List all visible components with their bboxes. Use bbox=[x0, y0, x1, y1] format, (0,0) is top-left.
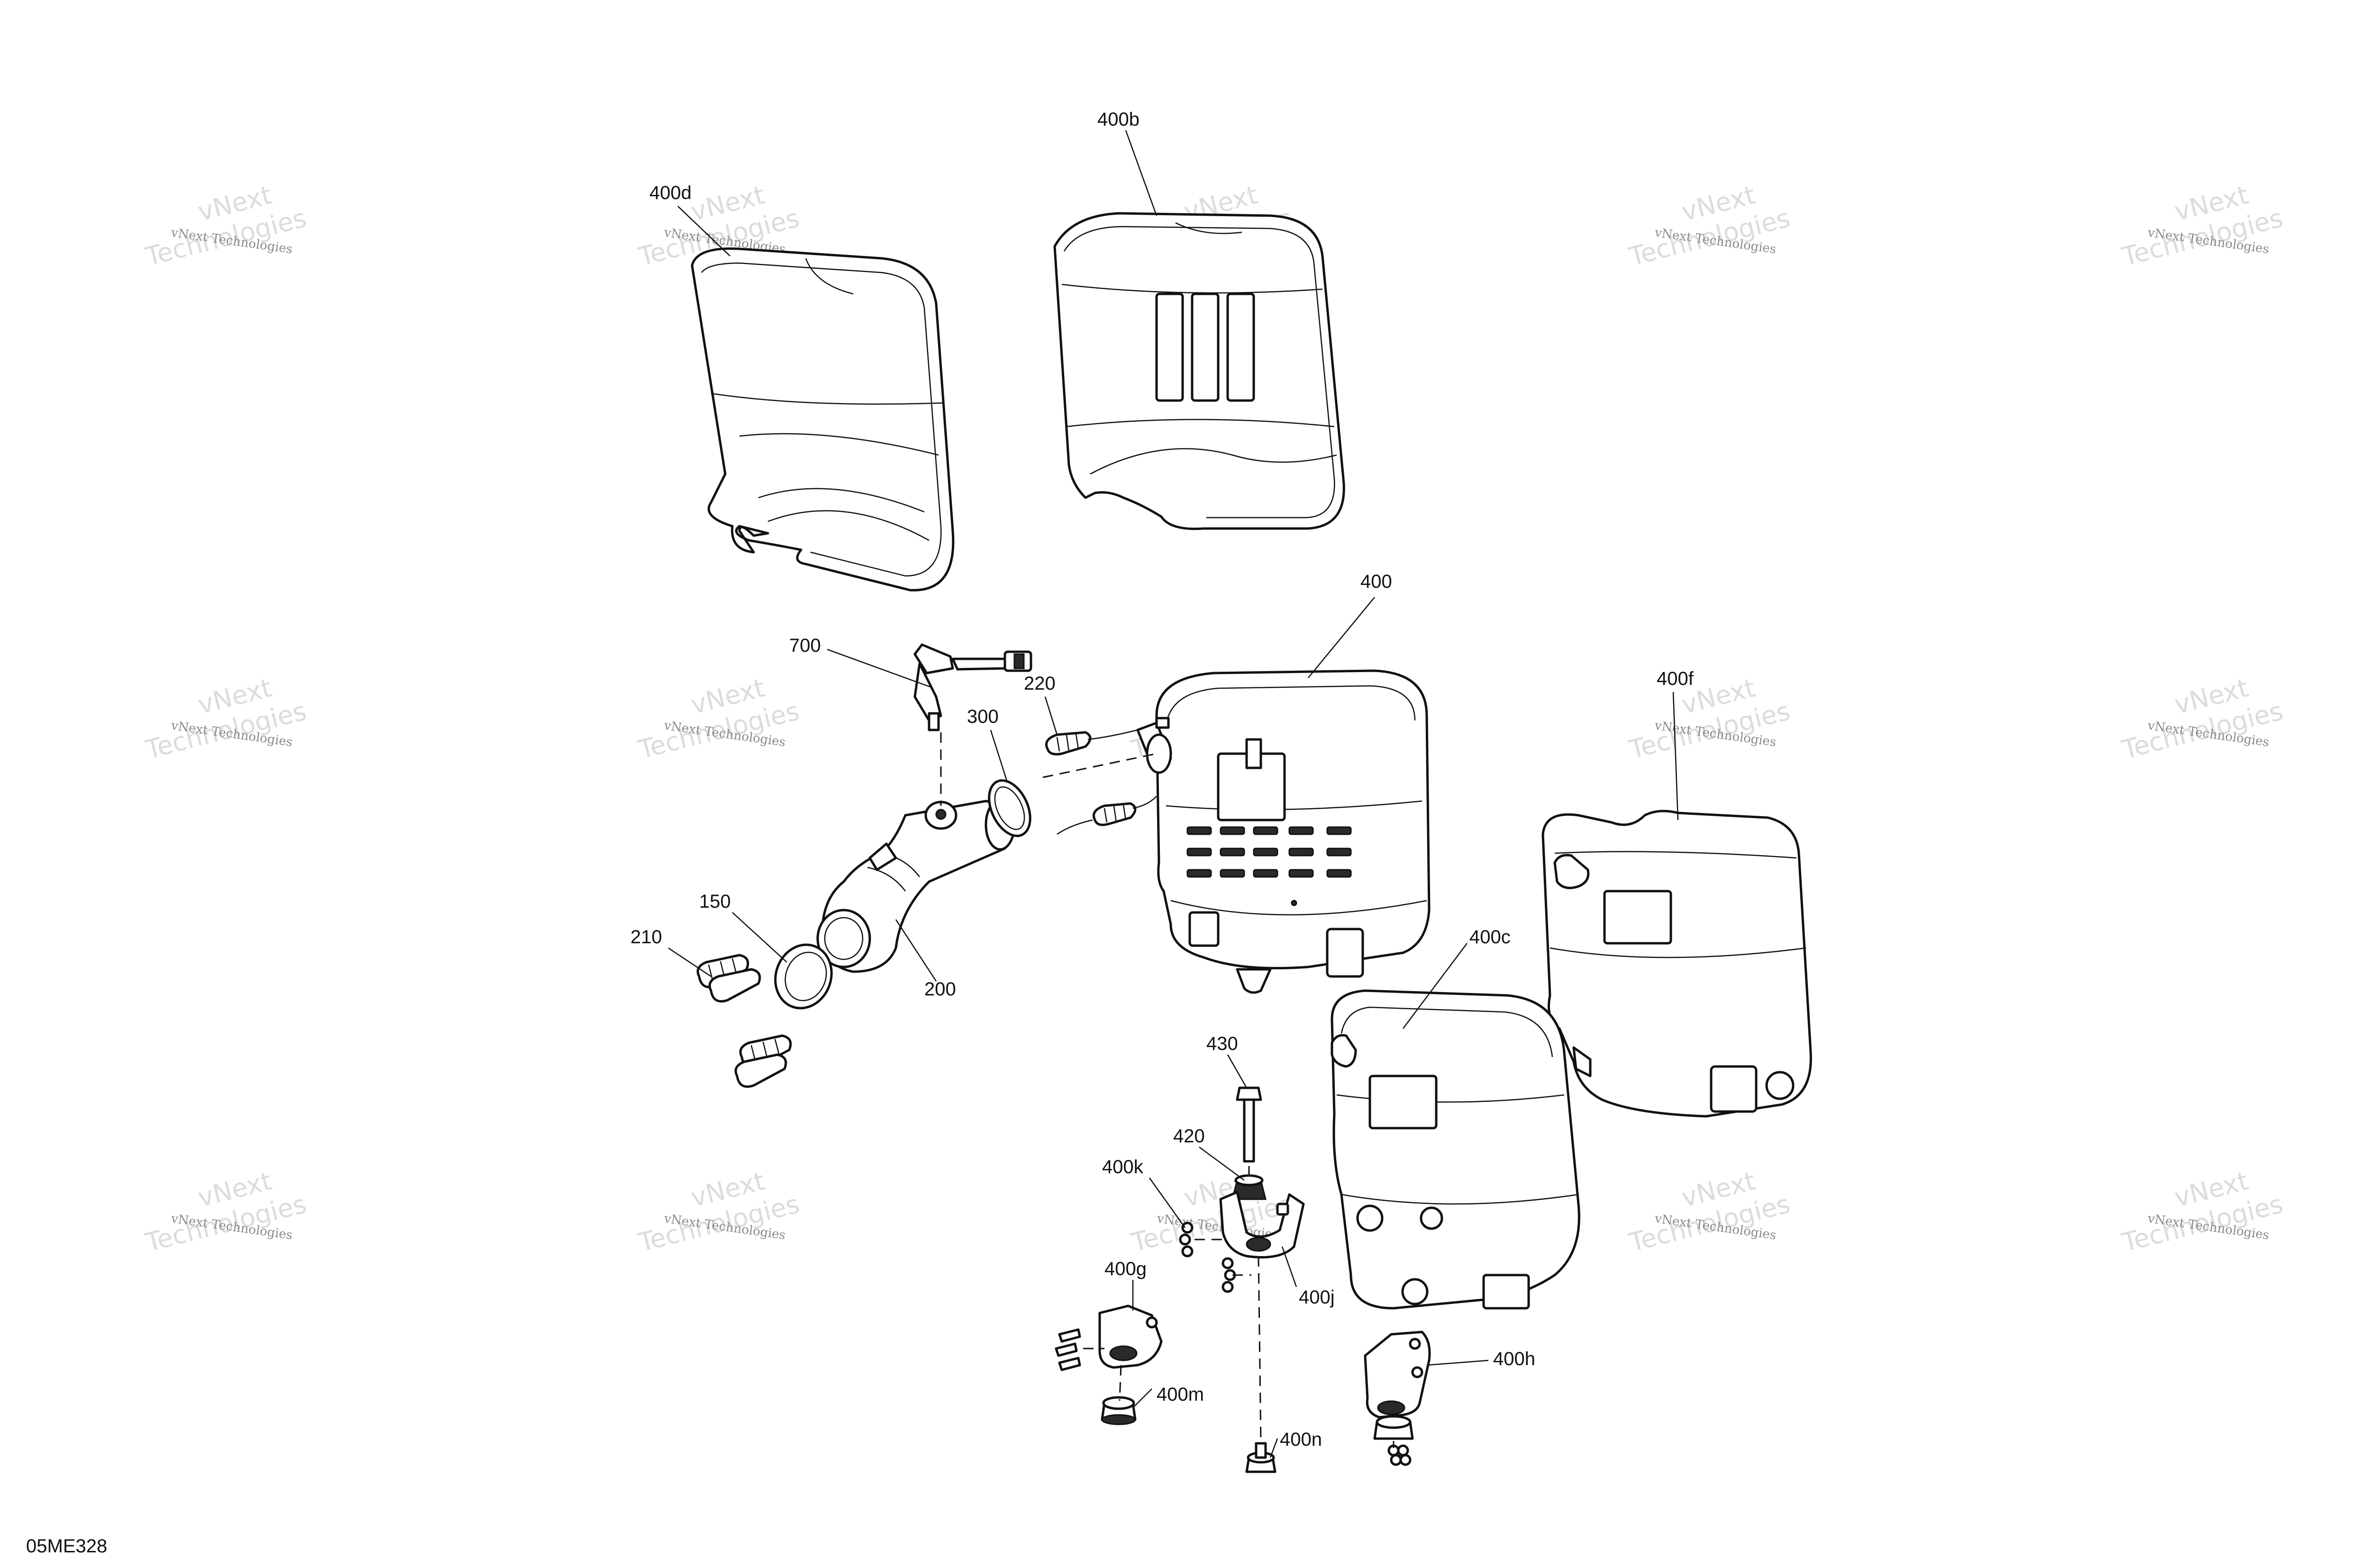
shield-plate-lower bbox=[1710, 1065, 1758, 1113]
callout-150[interactable]: 150 bbox=[699, 891, 731, 912]
muffler-bracket-lower bbox=[1326, 928, 1364, 978]
part-400n-grommet[interactable] bbox=[1245, 1442, 1276, 1473]
part-210-spring-upper[interactable] bbox=[696, 954, 761, 1003]
part-420-grommet[interactable] bbox=[1231, 1174, 1267, 1200]
callout-leaders bbox=[668, 130, 1679, 1458]
cover-slot bbox=[1226, 292, 1255, 402]
shield-tab bbox=[1572, 1046, 1592, 1077]
part-400f-heat-shield[interactable] bbox=[1541, 810, 1812, 1118]
part-400k-nuts[interactable] bbox=[1179, 1222, 1236, 1293]
part-400j-bracket[interactable] bbox=[1219, 1191, 1305, 1258]
part-300-gasket[interactable] bbox=[981, 774, 1038, 843]
part-400b-upper-cover[interactable] bbox=[1053, 212, 1345, 530]
watermark: vNext Technologies vNext Technologies bbox=[1626, 1166, 1793, 1258]
callout-400[interactable]: 400 bbox=[1360, 571, 1392, 592]
callout-400f[interactable]: 400f bbox=[1657, 668, 1694, 689]
callout-400j[interactable]: 400j bbox=[1299, 1287, 1335, 1308]
callout-700[interactable]: 700 bbox=[789, 635, 821, 656]
shield-plate-lower bbox=[1482, 1274, 1530, 1310]
callout-400m[interactable]: 400m bbox=[1157, 1384, 1204, 1405]
part-210-spring-lower[interactable] bbox=[734, 1034, 792, 1088]
callout-300[interactable]: 300 bbox=[967, 706, 999, 727]
cover-slot bbox=[1191, 292, 1220, 402]
sensor-tip bbox=[928, 712, 940, 731]
part-400c-heat-shield[interactable] bbox=[1331, 989, 1580, 1310]
watermark: vNext Technologies vNext Technologies bbox=[142, 1166, 310, 1258]
pipe-opening bbox=[816, 909, 871, 968]
watermark: vNext Technologies vNext Technologies bbox=[2119, 673, 2286, 765]
watermark: vNext Technologies vNext Technologies bbox=[635, 673, 802, 765]
part-400h-grommet[interactable] bbox=[1373, 1415, 1414, 1440]
callout-220[interactable]: 220 bbox=[1024, 673, 1056, 694]
shield-hole bbox=[1420, 1206, 1443, 1230]
callout-200[interactable]: 200 bbox=[924, 979, 956, 1000]
part-400g-bracket[interactable] bbox=[1098, 1304, 1163, 1369]
shield-hole bbox=[1356, 1204, 1384, 1232]
callout-400d[interactable]: 400d bbox=[649, 182, 692, 203]
shield-hole bbox=[1401, 1278, 1429, 1305]
callout-430[interactable]: 430 bbox=[1206, 1033, 1238, 1054]
watermark: vNext Technologies vNext Technologies bbox=[142, 673, 310, 765]
callout-400n[interactable]: 400n bbox=[1280, 1429, 1322, 1450]
part-400m-grommet[interactable] bbox=[1101, 1396, 1137, 1425]
shield-cutout bbox=[1331, 1034, 1357, 1068]
part-400-muffler[interactable] bbox=[1155, 669, 1431, 994]
part-400h-bracket[interactable] bbox=[1364, 1331, 1431, 1419]
shield-cutout bbox=[1553, 854, 1590, 889]
outlet-pipe bbox=[1236, 968, 1272, 994]
part-430-bolt[interactable] bbox=[1236, 1086, 1262, 1163]
part-400g-screws[interactable] bbox=[1055, 1328, 1081, 1371]
shield-hole bbox=[1765, 1071, 1795, 1100]
part-400h-nuts[interactable] bbox=[1387, 1444, 1412, 1466]
callout-400c[interactable]: 400c bbox=[1469, 927, 1511, 948]
muffler-vents bbox=[1186, 826, 1352, 878]
callout-400b[interactable]: 400b bbox=[1097, 109, 1139, 130]
watermark: vNext Technologies vNext Technologies bbox=[1626, 180, 1793, 272]
part-220-spring-lower[interactable] bbox=[1057, 796, 1157, 835]
callout-400k[interactable]: 400k bbox=[1102, 1157, 1144, 1177]
part-200-exhaust-pipe[interactable] bbox=[816, 799, 1016, 973]
watermark: vNext Technologies vNext Technologies bbox=[635, 1166, 802, 1258]
watermark: vNext Technologies vNext Technologies bbox=[2119, 1166, 2286, 1258]
callout-210[interactable]: 210 bbox=[630, 927, 662, 948]
callout-400h[interactable]: 400h bbox=[1493, 1349, 1535, 1369]
diagram-id: 05ME328 bbox=[26, 1536, 107, 1557]
connector-tab bbox=[1155, 717, 1170, 729]
muffler-tab bbox=[1245, 738, 1262, 769]
callout-420[interactable]: 420 bbox=[1173, 1126, 1205, 1147]
watermark: vNext Technologies vNext Technologies bbox=[2119, 180, 2286, 272]
part-400d-heat-shield[interactable] bbox=[691, 247, 955, 592]
assembly-lines bbox=[940, 732, 1395, 1448]
pipe-bracket bbox=[868, 842, 897, 871]
outlet-connector[interactable] bbox=[1136, 717, 1172, 774]
cover-slot bbox=[1155, 292, 1184, 402]
callout-400g[interactable]: 400g bbox=[1104, 1258, 1147, 1279]
watermark: vNext Technologies vNext Technologies bbox=[1626, 673, 1793, 765]
watermark: vNext Technologies vNext Technologies bbox=[142, 180, 310, 272]
shield-plate bbox=[1368, 1075, 1438, 1130]
part-150-gasket-ring[interactable] bbox=[766, 937, 840, 1016]
shield-plate bbox=[1603, 890, 1672, 945]
callout-labels: 400b 400d 400 700 220 300 400f 150 210 2… bbox=[630, 109, 1694, 1450]
part-700-oxygen-sensor[interactable] bbox=[913, 643, 1032, 731]
muffler-bracket-side bbox=[1188, 911, 1220, 947]
part-220-spring[interactable] bbox=[1045, 729, 1138, 756]
